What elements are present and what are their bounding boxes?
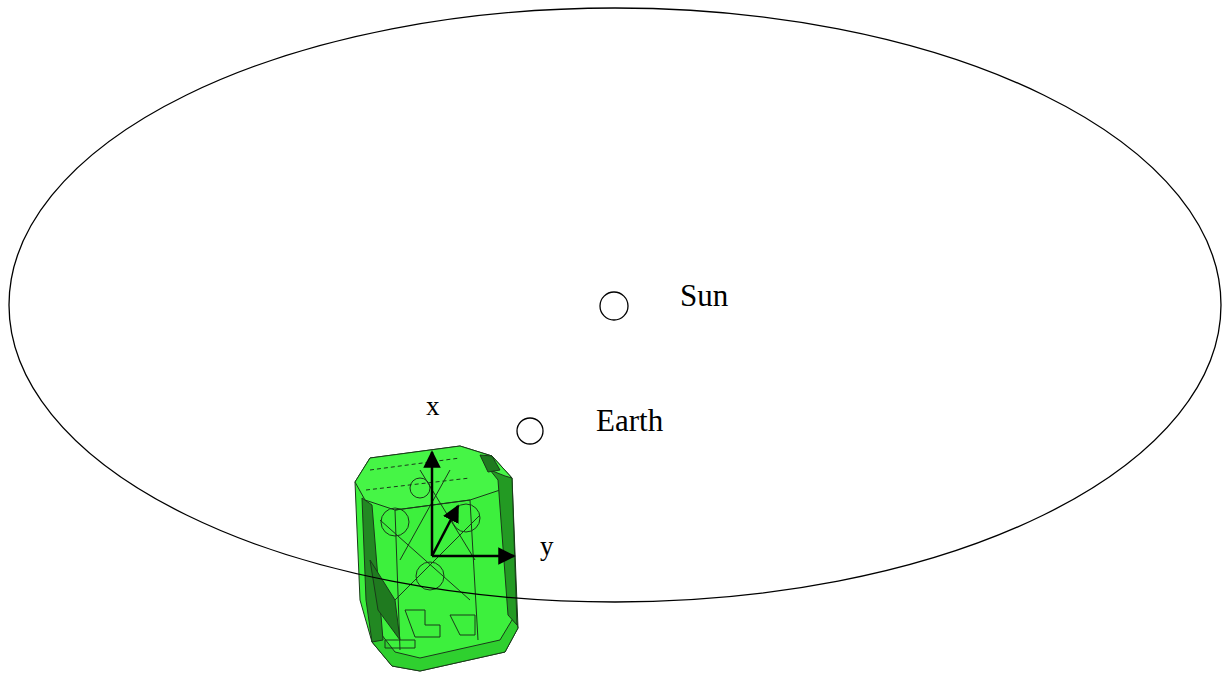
body-label: Sun <box>680 280 728 311</box>
orbit-ellipse <box>9 8 1221 602</box>
earth-circle <box>517 418 543 444</box>
spacecraft <box>355 446 518 671</box>
axes <box>432 452 514 556</box>
body-label: Earth <box>596 405 663 436</box>
axis-label: x <box>426 393 440 420</box>
axis-label: y <box>540 533 554 560</box>
sun-circle <box>600 292 628 320</box>
